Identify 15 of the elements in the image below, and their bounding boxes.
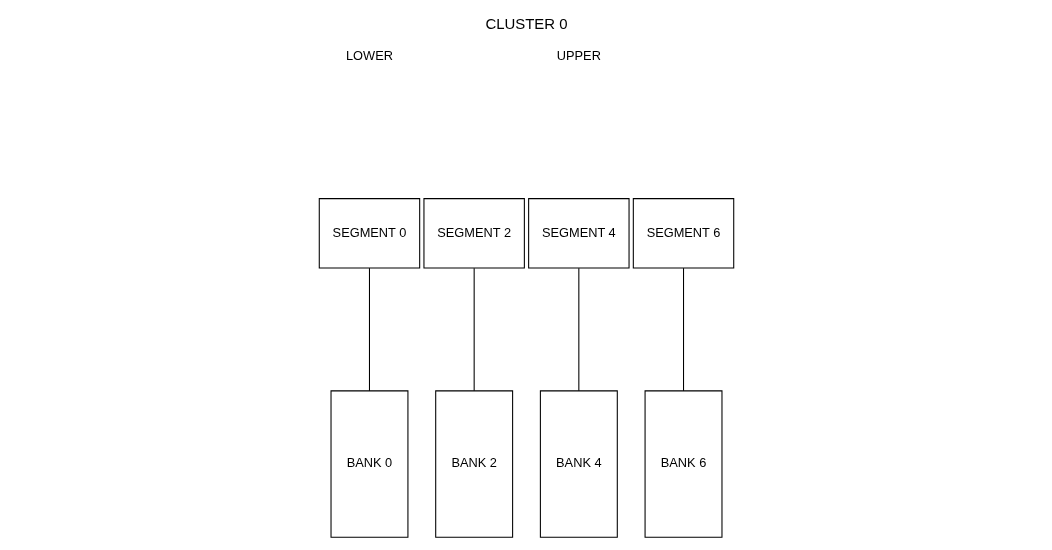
node-box: BANK 6 [644,390,722,538]
connector [473,267,475,392]
connector [682,267,684,392]
node-box: SEGMENT 4 [527,198,630,269]
node-box: SEGMENT 2 [422,198,525,269]
diagram-title: CLUSTER 0 [484,15,568,32]
node-box: BANK 0 [330,390,408,538]
connector [577,267,579,392]
node-box: SEGMENT 0 [318,198,420,269]
connector [368,267,370,392]
label: LOWER [345,47,393,63]
label: UPPER [556,47,601,63]
node-box: BANK 4 [539,390,618,538]
node-box: SEGMENT 6 [632,198,734,269]
node-box: BANK 2 [434,390,513,538]
